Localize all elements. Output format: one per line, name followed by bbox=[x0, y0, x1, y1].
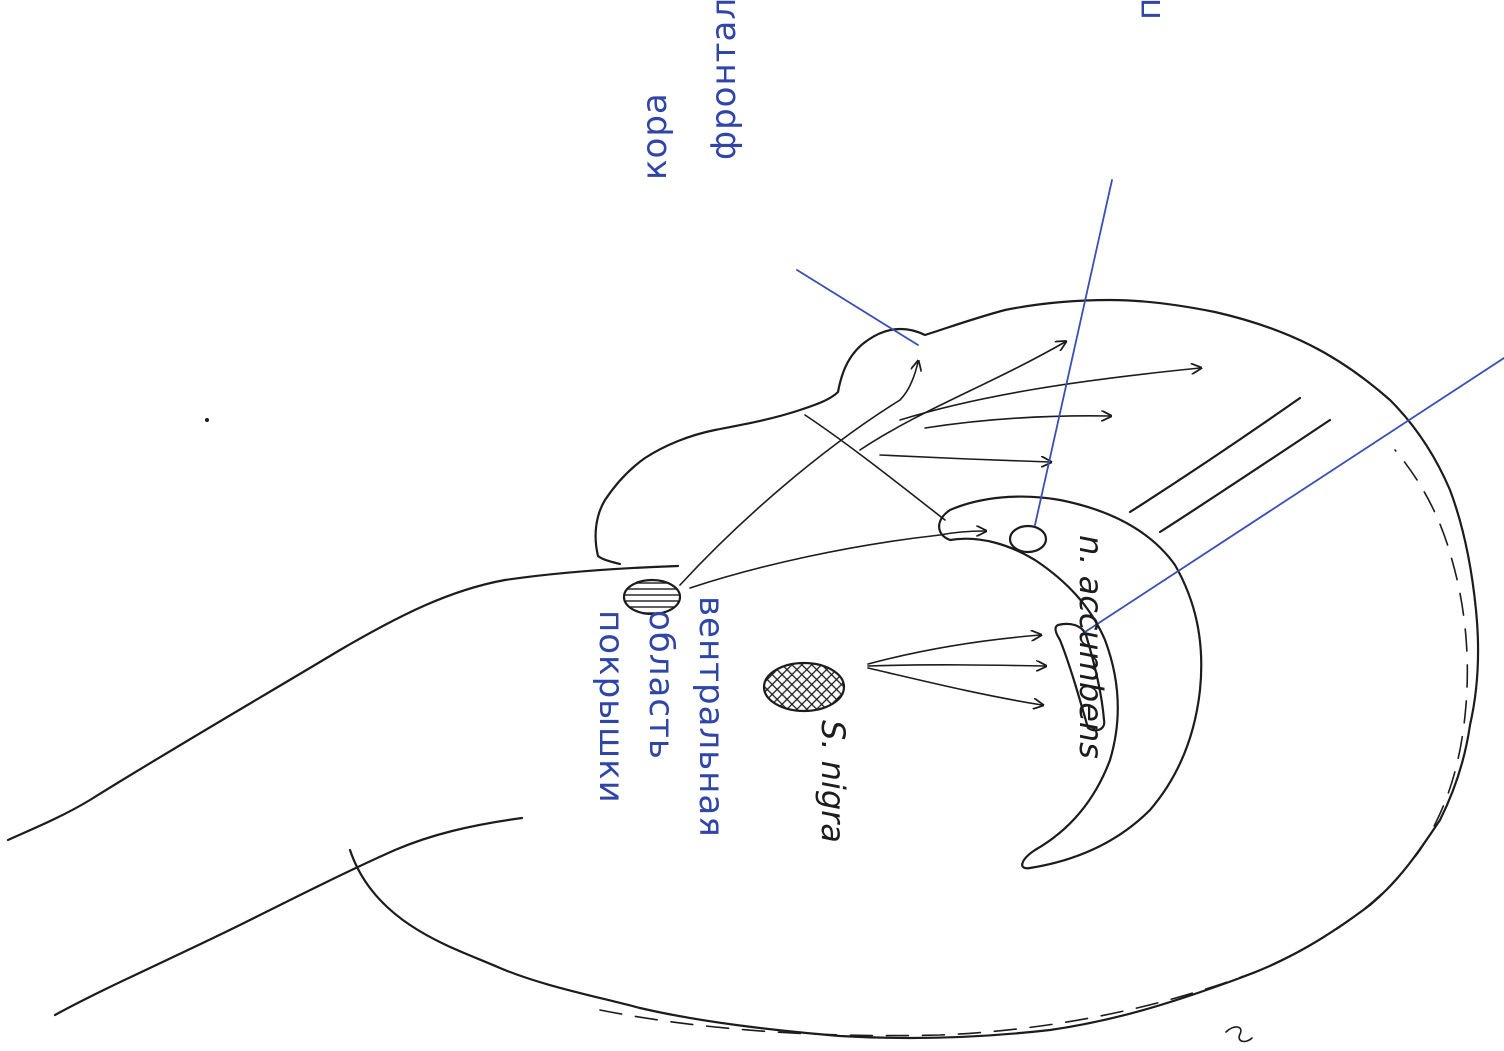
label-accumbens: n. accumbens bbox=[1072, 535, 1110, 759]
projection-to-cortex-4 bbox=[880, 455, 1050, 462]
label-prefrontal-1: фронтальная bbox=[704, 0, 744, 160]
ink-scribble bbox=[1226, 1027, 1252, 1042]
corpus-callosum bbox=[939, 497, 1201, 869]
brainstem-upper-edge bbox=[8, 566, 678, 840]
ventral-tegmental-area bbox=[624, 580, 680, 614]
projection-to-cortex-1 bbox=[860, 342, 1065, 450]
label-vta-3: покрышки bbox=[591, 610, 631, 804]
nigrostriatal-arrow-1 bbox=[868, 635, 1040, 664]
leader-prefrontal bbox=[797, 270, 918, 345]
brain-outline bbox=[350, 300, 1478, 1038]
crossing-fiber bbox=[805, 415, 945, 520]
projection-to-cortex-3 bbox=[925, 416, 1110, 428]
nigrostriatal-arrow-2 bbox=[868, 665, 1045, 666]
substantia-nigra bbox=[764, 663, 844, 711]
brainstem-lower-edge bbox=[55, 818, 522, 1015]
leader-striatum bbox=[1085, 358, 1504, 632]
label-substantia-nigra: S. nigra bbox=[814, 720, 852, 843]
ink-dot bbox=[205, 418, 209, 422]
fornix-bundle bbox=[1130, 398, 1300, 512]
mesocortical-pathway bbox=[680, 362, 918, 585]
label-vta-1: вентральная bbox=[691, 596, 731, 838]
projection-to-cortex-2 bbox=[900, 368, 1200, 420]
nigrostriatal-arrow-3 bbox=[868, 668, 1042, 705]
nucleus-accumbens-point bbox=[1010, 526, 1046, 552]
label-septal: прилеж. ядро bbox=[1129, 0, 1169, 20]
label-prefrontal-2: кора bbox=[635, 92, 675, 180]
mesolimbic-pathway bbox=[690, 531, 985, 588]
label-vta-2: область bbox=[641, 610, 681, 760]
